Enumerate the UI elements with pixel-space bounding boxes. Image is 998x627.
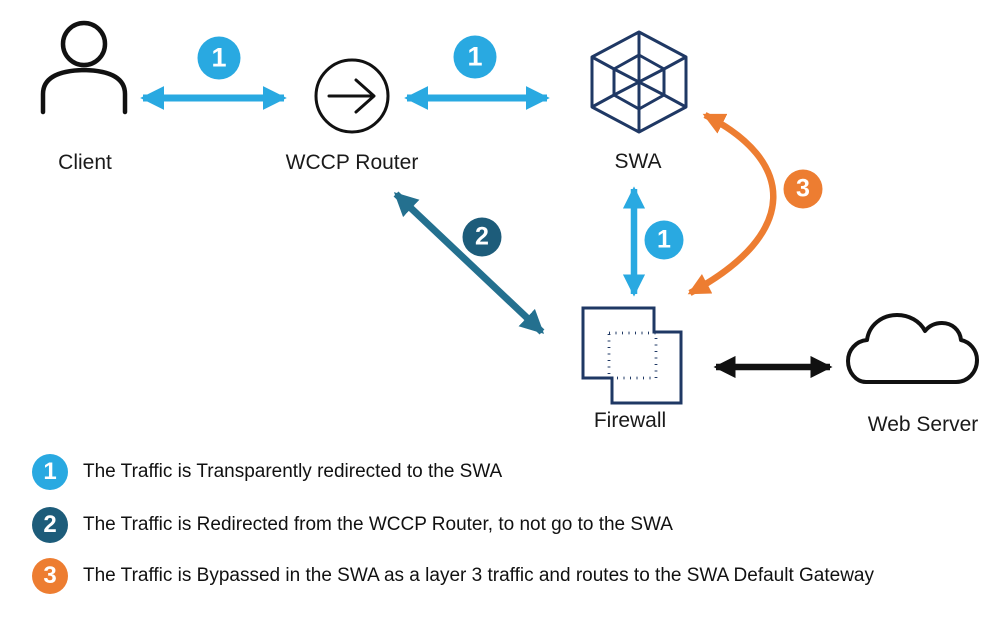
web-server-label: Web Server [867,413,979,436]
legend-badge-2: 2 [32,507,68,543]
firewall-icon [581,306,683,405]
badge-1-router-swa: 1 [453,35,497,79]
legend-text-2: The Traffic is Redirected from the WCCP … [83,514,673,535]
firewall-label: Firewall [593,409,667,432]
wccp-router-icon [314,58,390,134]
swa-bypass-arrow [687,112,777,296]
legend-row-1: 1 The Traffic is Transparently redirecte… [32,454,502,490]
legend-row-2: 2 The Traffic is Redirected from the WCC… [32,507,673,543]
wccp-router-label: WCCP Router [285,151,419,174]
badge-3-swa-bypass: 3 [783,169,823,209]
legend-badge-1: 1 [32,454,68,490]
client-icon [40,20,128,115]
router-firewall-arrow [393,191,545,335]
badge-1-swa-firewall: 1 [644,220,684,260]
swa-icon [590,30,688,134]
web-server-icon [846,313,979,384]
client-label: Client [58,151,112,174]
legend-row-3: 3 The Traffic is Bypassed in the SWA as … [32,558,874,594]
legend-text-3: The Traffic is Bypassed in the SWA as a … [83,565,874,586]
badge-2-router-firewall: 2 [462,217,502,257]
legend-badge-3: 3 [32,558,68,594]
badge-1-client-router: 1 [197,36,241,80]
swa-label: SWA [614,150,662,173]
legend-text-1: The Traffic is Transparently redirected … [83,461,503,482]
